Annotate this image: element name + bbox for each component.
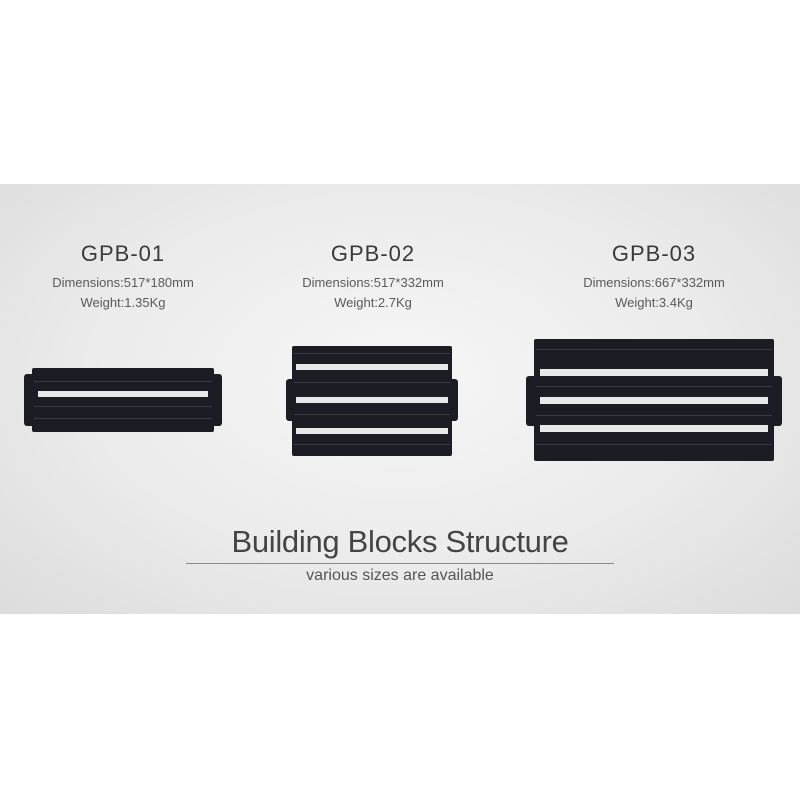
headline: Building Blocks Structure <box>231 524 569 559</box>
product-banner: GPB-01 Dimensions:517*180mm Weight:1.35K… <box>0 184 800 614</box>
spec-gpb-01: GPB-01 Dimensions:517*180mm Weight:1.35K… <box>23 241 223 313</box>
weight-text: Weight:2.7Kg <box>334 295 412 310</box>
dimensions-text: Dimensions:517*332mm <box>302 275 444 290</box>
pedalboard-gpb-02 <box>286 346 458 456</box>
spec-gpb-02: GPB-02 Dimensions:517*332mm Weight:2.7Kg <box>273 241 473 313</box>
model-name: GPB-03 <box>611 241 697 266</box>
pedalboard-gpb-01 <box>24 368 222 432</box>
dimensions-text: Dimensions:517*180mm <box>52 275 194 290</box>
subtitle: various sizes are available <box>306 567 494 584</box>
weight-text: Weight:1.35Kg <box>80 295 166 310</box>
model-name: GPB-02 <box>330 241 416 266</box>
model-name: GPB-01 <box>80 241 166 266</box>
spec-gpb-03: GPB-03 Dimensions:667*332mm Weight:3.4Kg <box>554 241 754 313</box>
pedalboard-gpb-03 <box>526 339 782 461</box>
divider-line <box>186 563 614 564</box>
weight-text: Weight:3.4Kg <box>615 295 693 310</box>
dimensions-text: Dimensions:667*332mm <box>583 275 725 290</box>
